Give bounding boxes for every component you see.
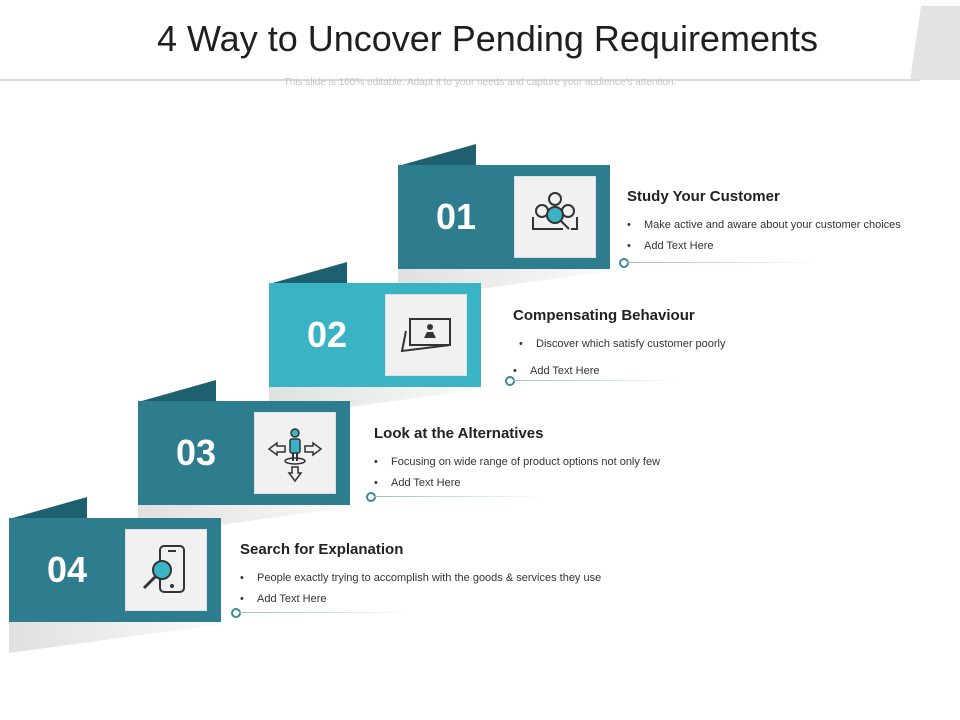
step-03-icon-box <box>254 412 336 494</box>
step-02-bullet: Add Text Here <box>513 365 883 377</box>
step-02-heading: Compensating Behaviour <box>513 307 695 324</box>
phone-magnifier-icon <box>142 545 185 593</box>
step-04-heading: Search for Explanation <box>240 541 404 558</box>
step-01-icon-box <box>514 176 596 258</box>
customer-search-icon <box>532 192 578 230</box>
step-01-flap <box>398 144 476 166</box>
step-04-flap <box>9 497 87 519</box>
step-04-icon-box <box>125 529 207 611</box>
step-04-number: 04 <box>46 549 88 590</box>
step-04-bullet: People exactly trying to accomplish with… <box>240 572 660 584</box>
step-03-bullet: Add Text Here <box>374 477 744 489</box>
step-02-text: Compensating Behaviour Discover which sa… <box>513 307 883 386</box>
step-01-connector <box>619 258 819 268</box>
person-directions-icon <box>267 428 323 483</box>
step-03-block: 03 <box>138 401 350 505</box>
step-04-connector <box>231 608 411 618</box>
step-01-heading: Study Your Customer <box>627 188 780 205</box>
step-03-text: Look at the Alternatives Focusing on wid… <box>374 425 744 498</box>
step-04-text: Search for Explanation People exactly tr… <box>240 541 660 614</box>
step-03-bullet: Focusing on wide range of product option… <box>374 456 744 468</box>
step-02-bullet: Discover which satisfy customer poorly <box>519 338 883 350</box>
step-01-block: 01 <box>398 165 610 269</box>
step-03-connector <box>366 492 546 502</box>
step-04-block: 04 <box>9 518 221 622</box>
step-04-bullet: Add Text Here <box>240 593 660 605</box>
step-04-shadow <box>9 621 221 653</box>
step-02-flap <box>269 262 347 284</box>
step-03-heading: Look at the Alternatives <box>374 425 544 442</box>
step-02-number: 02 <box>306 314 348 355</box>
step-02-connector <box>505 376 685 386</box>
step-03-number: 03 <box>175 432 217 473</box>
step-02-block: 02 <box>269 283 481 387</box>
screen-person-icon <box>400 318 451 353</box>
step-01-number: 01 <box>435 196 477 237</box>
step-01-bullet: Add Text Here <box>627 240 960 252</box>
page-title: 4 Way to Uncover Pending Requirements <box>157 18 818 59</box>
step-02-icon-box <box>385 294 467 376</box>
step-01-bullet: Make active and aware about your custome… <box>627 219 960 231</box>
step-03-flap <box>138 380 216 402</box>
title-divider <box>0 79 920 81</box>
step-01-text: Study Your Customer Make active and awar… <box>627 188 960 261</box>
page-subtitle: This slide is 100% editable. Adapt it to… <box>283 77 677 88</box>
